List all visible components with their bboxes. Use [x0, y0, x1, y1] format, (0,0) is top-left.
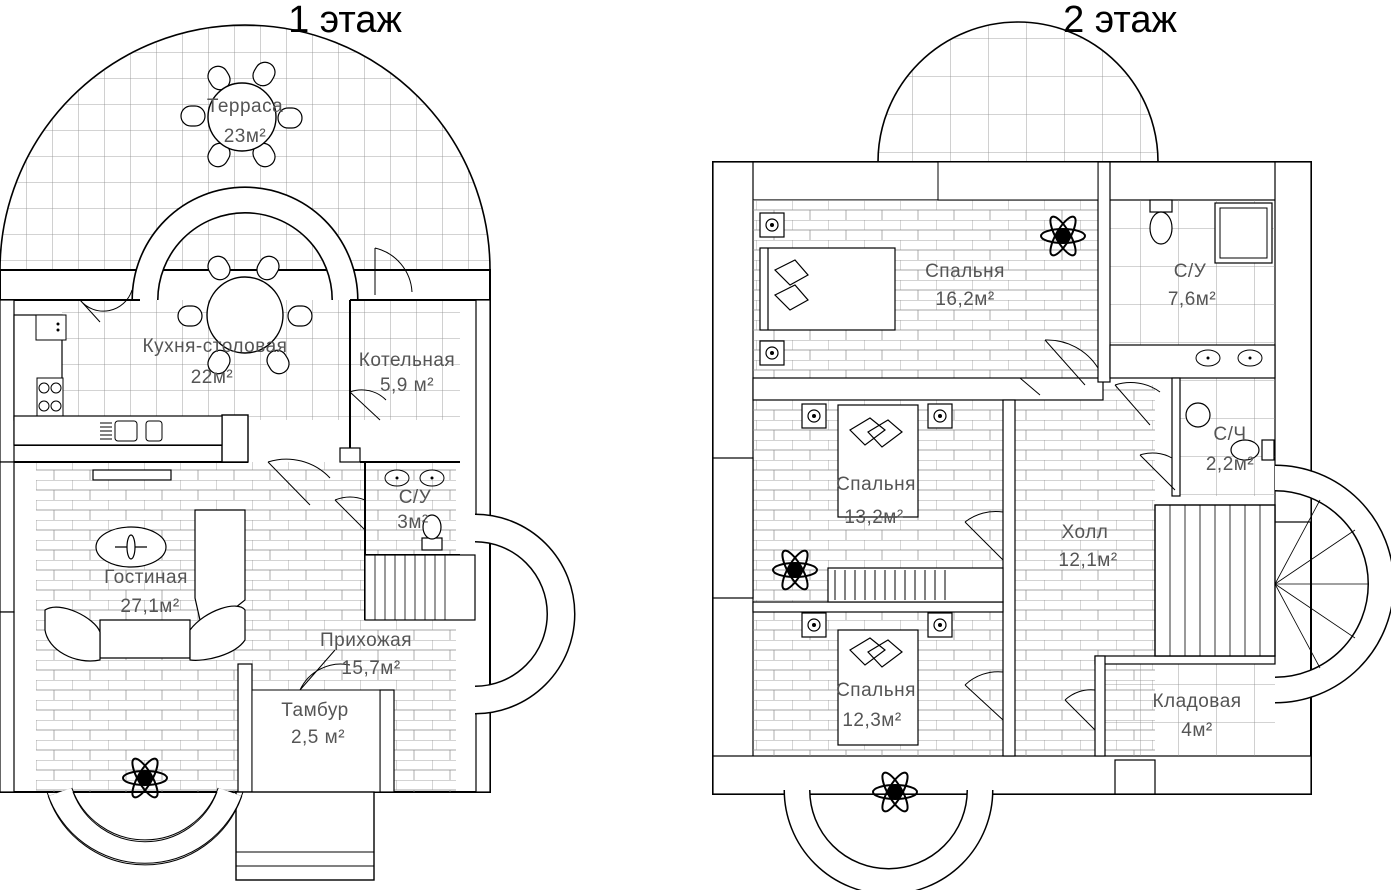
room-area: 3м²	[397, 512, 428, 533]
floor-2-title: 2 этаж	[1063, 0, 1177, 41]
room-area: 2,5 м²	[291, 727, 345, 748]
room-area: 15,7м²	[341, 658, 400, 679]
floor-1: 1 этаж Терраса 23м² Кухня-столовая 22м² …	[0, 0, 576, 881]
room-name: Гостиная	[104, 567, 188, 588]
room-area: 12,3м²	[842, 710, 901, 731]
bed	[759, 247, 896, 331]
room-area: 5,9 м²	[380, 375, 434, 396]
room-name: Прихожая	[320, 630, 412, 651]
room-name: Холл	[1062, 522, 1109, 543]
room-name: Кухня-столовая	[143, 336, 288, 357]
room-area: 13,2м²	[844, 507, 903, 528]
room-area: 23м²	[224, 126, 267, 147]
floor-2: 2 этаж Спальня 16,2м² С/У 7,6м² Спальня …	[712, 0, 1391, 890]
room-name: Тамбур	[281, 700, 349, 721]
room-area: 16,2м²	[935, 289, 994, 310]
room-area: 2,2м²	[1206, 454, 1254, 475]
room-area: 27,1м²	[120, 596, 179, 617]
room-area: 22м²	[191, 367, 234, 388]
room-name: С/У	[399, 487, 432, 508]
room-name: Терраса	[207, 96, 283, 117]
room-area: 7,6м²	[1168, 289, 1216, 310]
room-name: Котельная	[359, 350, 455, 371]
room-area: 4м²	[1181, 720, 1212, 741]
room-name: Кладовая	[1152, 691, 1241, 712]
room-name: С/У	[1174, 261, 1207, 282]
room-name: Спальня	[836, 680, 916, 701]
room-name: С/Ч	[1213, 424, 1246, 445]
bed	[837, 404, 919, 518]
kitchen-dining-table	[177, 252, 313, 378]
balcony-area	[877, 21, 1159, 163]
room-name: Спальня	[836, 474, 916, 495]
room-area: 12,1м²	[1058, 550, 1117, 571]
floor-1-title: 1 этаж	[288, 0, 402, 41]
room-name: Спальня	[925, 261, 1005, 282]
bed	[837, 629, 919, 746]
terrace-table	[180, 58, 303, 171]
